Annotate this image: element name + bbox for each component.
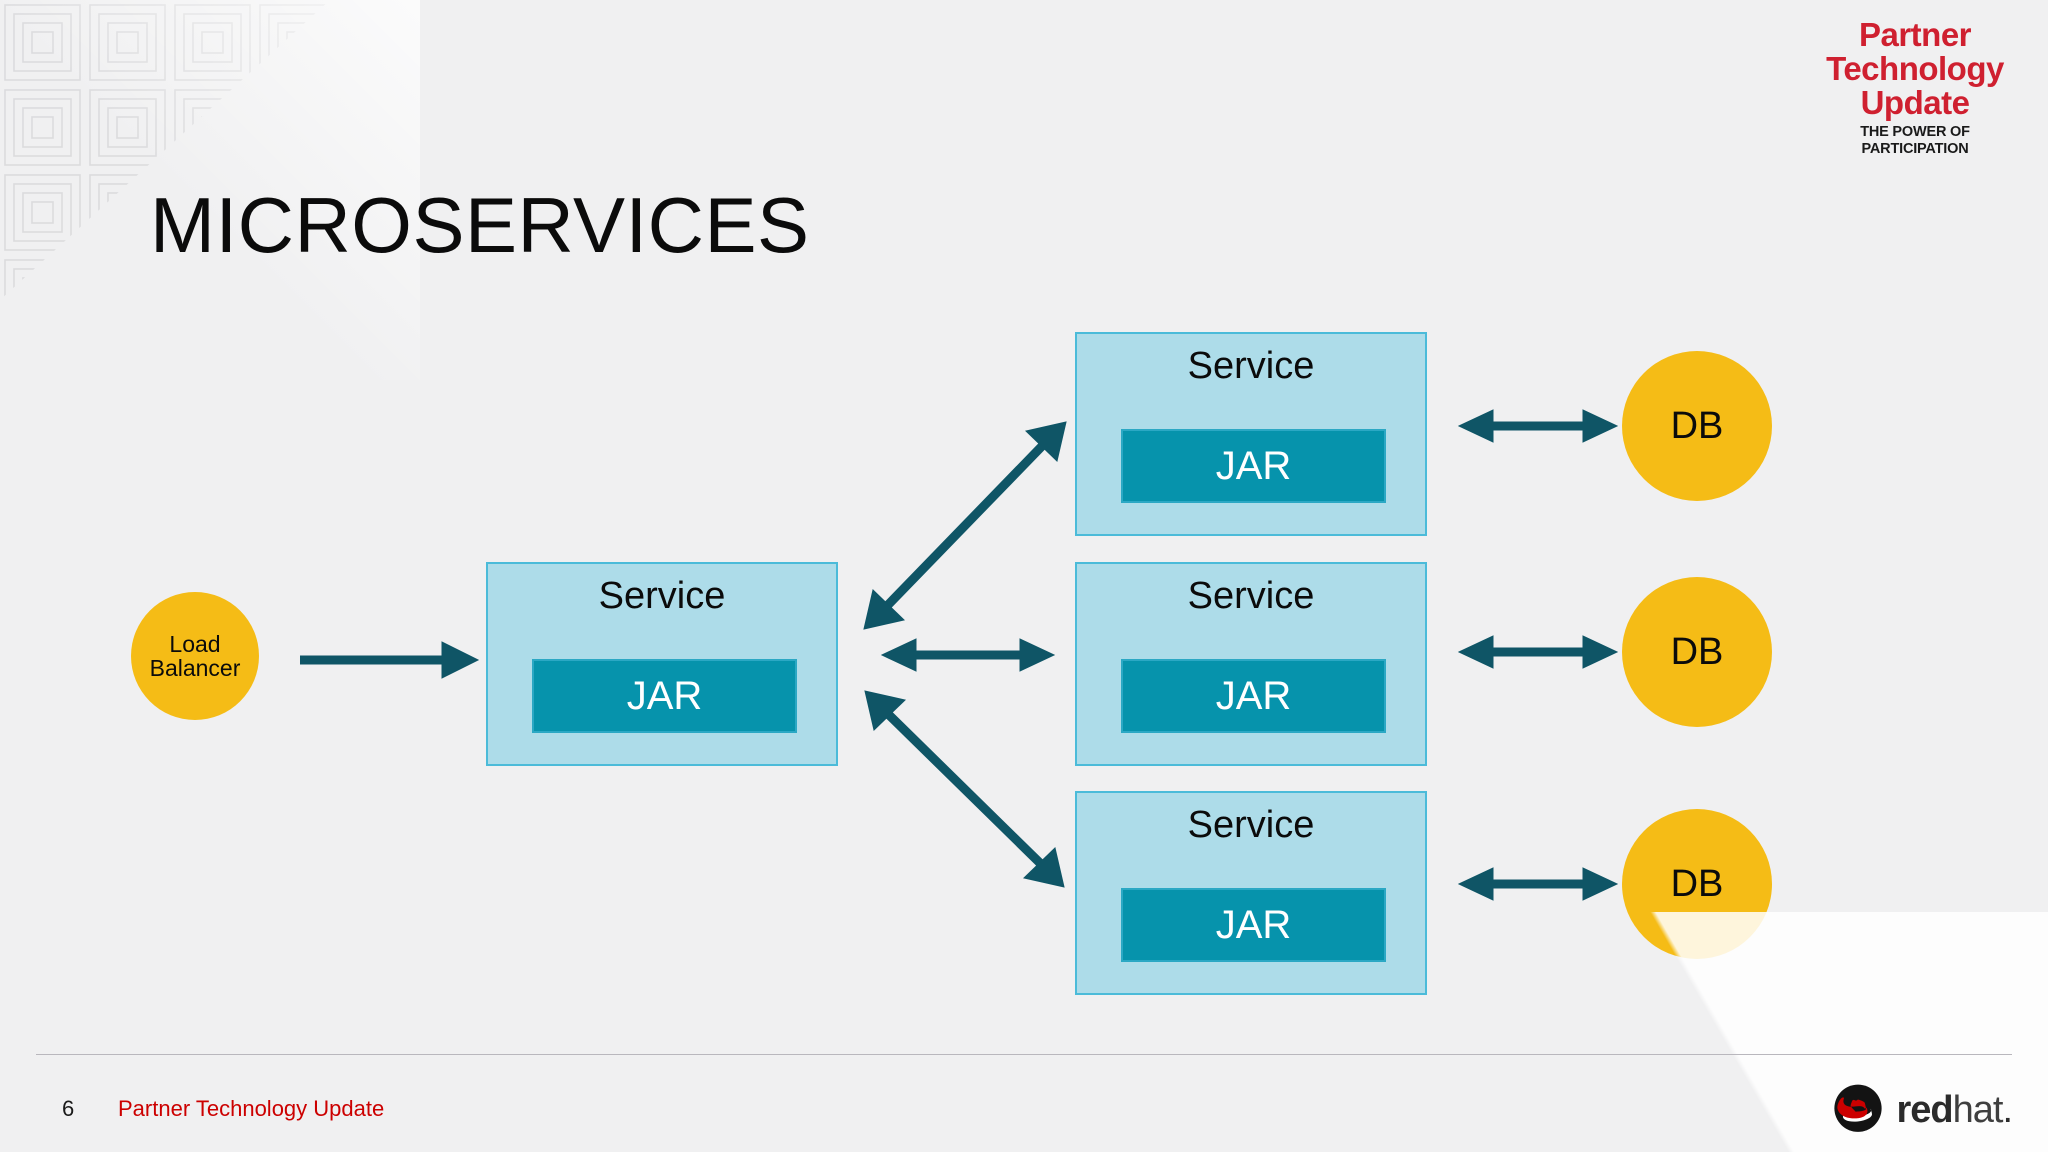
node-db-middle[interactable]: DB — [1622, 577, 1772, 727]
arrow-gateway-to-service-bottom — [864, 690, 1065, 888]
page-number: 6 — [62, 1096, 75, 1121]
node-db-bottom[interactable]: DB — [1622, 809, 1772, 959]
page-title: MICROSERVICES — [150, 181, 810, 270]
arrow-gateway-to-service-top — [863, 421, 1067, 630]
arrow-service-bottom-to-db — [1457, 867, 1619, 901]
service-gateway-label: Service — [598, 575, 726, 617]
service-gateway[interactable]: Service JAR — [486, 562, 838, 766]
service-middle-jar[interactable]: JAR — [1121, 659, 1386, 733]
service-gateway-jar-label: JAR — [626, 673, 703, 718]
service-middle-label: Service — [1187, 575, 1315, 617]
service-bottom-jar[interactable]: JAR — [1121, 888, 1386, 962]
service-top-jar[interactable]: JAR — [1121, 429, 1386, 503]
service-bottom[interactable]: Service JAR — [1075, 791, 1427, 995]
arrow-service-top-to-db — [1457, 409, 1619, 443]
load-balancer-label: Load Balancer — [149, 630, 241, 681]
service-bottom-label: Service — [1187, 804, 1315, 846]
logo-line-3: Update — [1860, 84, 1970, 121]
db-top-label: DB — [1670, 404, 1724, 447]
db-middle-label: DB — [1670, 630, 1724, 673]
service-bottom-jar-label: JAR — [1215, 902, 1292, 947]
redhat-wordmark: redhat. — [1896, 1089, 2012, 1132]
arrow-service-middle-to-db — [1457, 635, 1619, 669]
footer-divider — [36, 1054, 2012, 1055]
redhat-word-bold: red — [1896, 1088, 1953, 1131]
redhat-shadowman-icon — [1834, 1084, 1883, 1132]
service-top[interactable]: Service JAR — [1075, 332, 1427, 536]
arrow-gateway-to-service-middle — [880, 638, 1056, 672]
service-top-label: Service — [1187, 345, 1315, 387]
logo-tagline: THE POWER OF PARTICIPATION — [1860, 124, 1970, 157]
partner-technology-update-logo: Partner Technology Update THE POWER OF P… — [1810, 18, 2020, 157]
db-bottom-label: DB — [1670, 862, 1724, 905]
redhat-word-light: hat — [1952, 1088, 2004, 1131]
service-top-jar-label: JAR — [1215, 443, 1292, 488]
logo-line-2: Technology — [1826, 50, 2004, 87]
service-middle[interactable]: Service JAR — [1075, 562, 1427, 766]
redhat-logo: redhat. — [1830, 1082, 2013, 1138]
service-gateway-jar[interactable]: JAR — [532, 659, 797, 733]
redhat-trademark: . — [2002, 1088, 2013, 1131]
service-middle-jar-label: JAR — [1215, 673, 1292, 718]
node-db-top[interactable]: DB — [1622, 351, 1772, 501]
node-load-balancer[interactable]: Load Balancer — [131, 592, 259, 720]
arrow-lb-to-gateway — [300, 641, 480, 679]
logo-line-1: Partner — [1858, 16, 1972, 53]
footer-label: Partner Technology Update — [118, 1096, 385, 1121]
